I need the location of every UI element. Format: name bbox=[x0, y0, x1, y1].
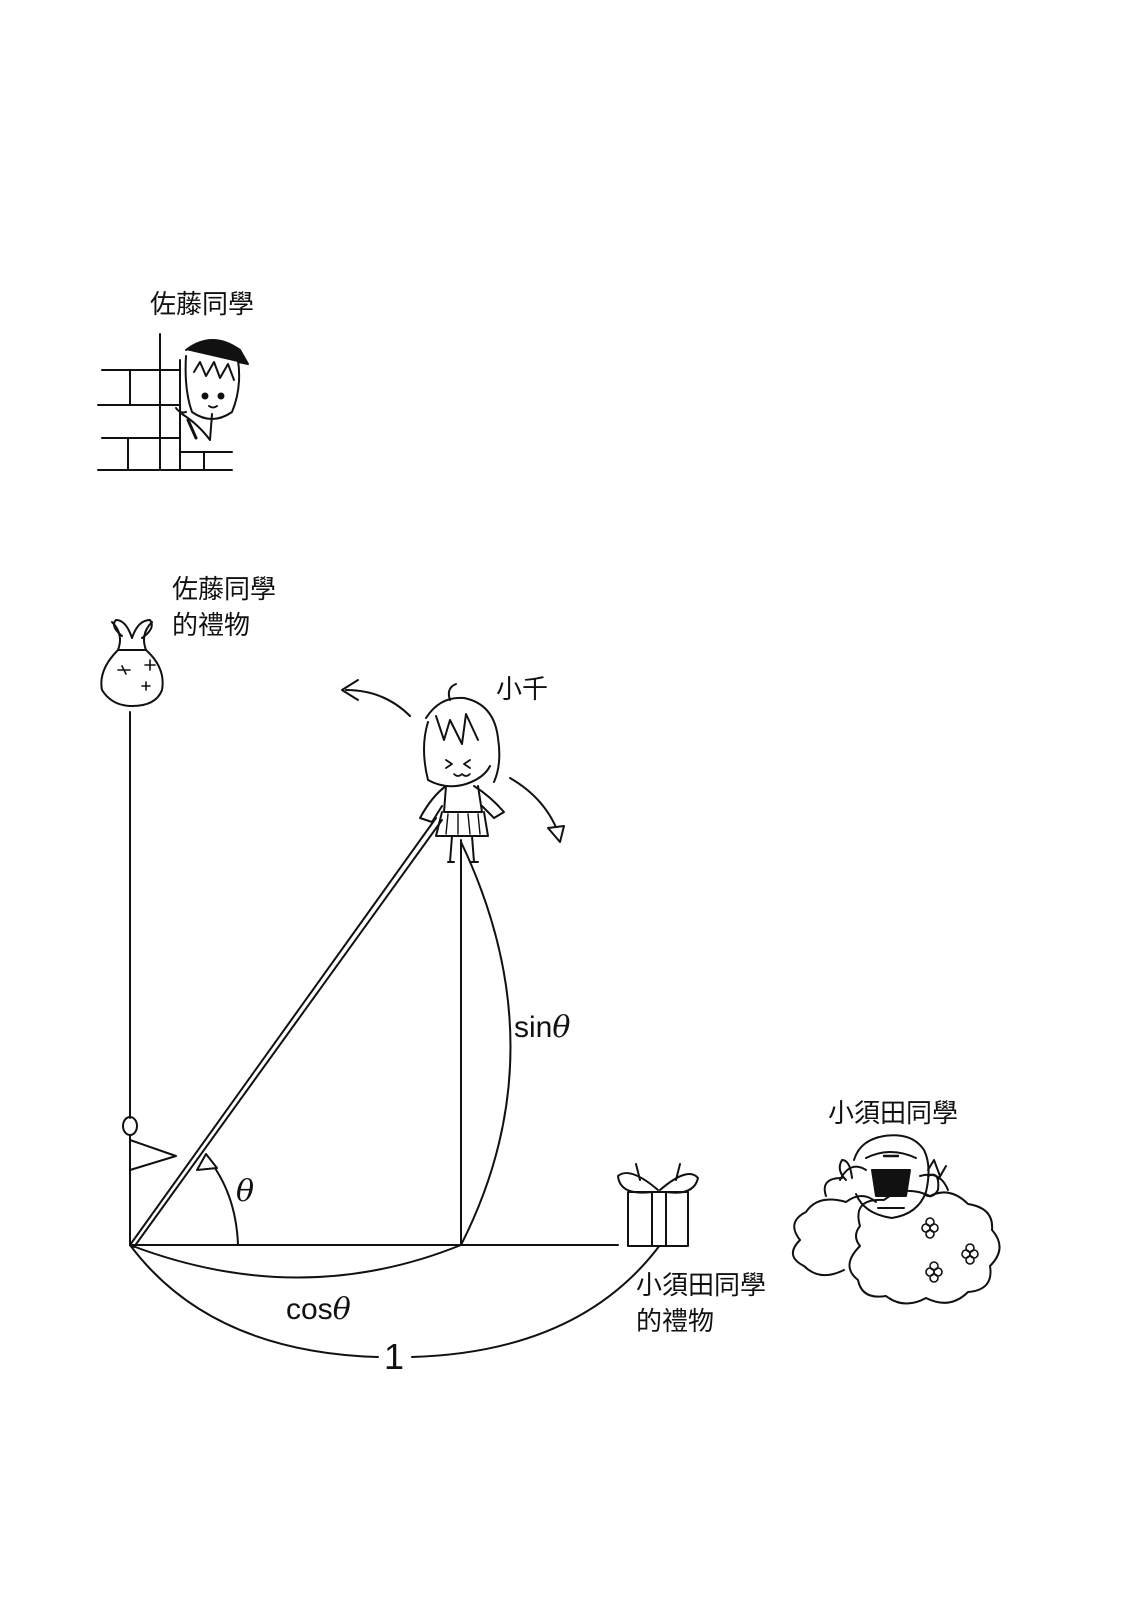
label-kosuda-gift: 小須田同學 的禮物 bbox=[636, 1268, 766, 1340]
motion-arrow-right-icon bbox=[547, 825, 565, 843]
label-sin-theta: sinθ bbox=[514, 1010, 570, 1045]
kosuda-character bbox=[838, 1134, 947, 1219]
sato-wall-illustration bbox=[97, 333, 249, 471]
label-chi: 小千 bbox=[496, 675, 549, 705]
unit-arc-right bbox=[411, 1244, 661, 1358]
hypotenuse-rope-a bbox=[129, 817, 437, 1246]
motion-arc-left bbox=[345, 689, 411, 717]
bush-flower-icons bbox=[921, 1217, 979, 1283]
kosuda-gift-box bbox=[617, 1163, 699, 1247]
label-sato-gift-line2: 的禮物 bbox=[172, 611, 251, 641]
sato-character bbox=[175, 339, 249, 441]
cos-prefix: cos bbox=[286, 1293, 333, 1326]
sato-gift-bag bbox=[100, 619, 164, 707]
origin-flag bbox=[122, 1116, 177, 1246]
cos-theta-symbol: θ bbox=[332, 1292, 351, 1327]
label-sato: 佐藤同學 bbox=[150, 290, 255, 320]
label-kosuda-gift-line1: 小須田同學 bbox=[636, 1271, 767, 1301]
label-theta: θ bbox=[236, 1174, 254, 1209]
bush-front bbox=[792, 1165, 1001, 1305]
unit-arc-left bbox=[129, 1244, 379, 1358]
label-unit-one: 1 bbox=[384, 1336, 405, 1377]
sin-theta-symbol: θ bbox=[552, 1010, 571, 1045]
sin-prefix: sin bbox=[514, 1011, 553, 1044]
kosuda-bush-illustration bbox=[792, 1134, 1001, 1305]
label-sato-gift-line1: 佐藤同學 bbox=[172, 575, 277, 605]
cos-arc bbox=[129, 1244, 462, 1279]
label-sato-gift: 佐藤同學 的禮物 bbox=[172, 572, 276, 644]
label-kosuda-gift-line2: 的禮物 bbox=[636, 1307, 715, 1337]
theta-symbol: θ bbox=[236, 1174, 255, 1209]
label-cos-theta: cosθ bbox=[286, 1292, 351, 1327]
chi-character bbox=[419, 683, 505, 863]
hypotenuse-rope-b bbox=[133, 819, 443, 1248]
sin-rotation-arc bbox=[460, 841, 512, 1246]
motion-arrow-left-icon bbox=[341, 679, 359, 701]
label-kosuda: 小須田同學 bbox=[828, 1099, 959, 1129]
theta-arrow-icon bbox=[196, 1153, 218, 1171]
brick-wall bbox=[97, 333, 233, 471]
